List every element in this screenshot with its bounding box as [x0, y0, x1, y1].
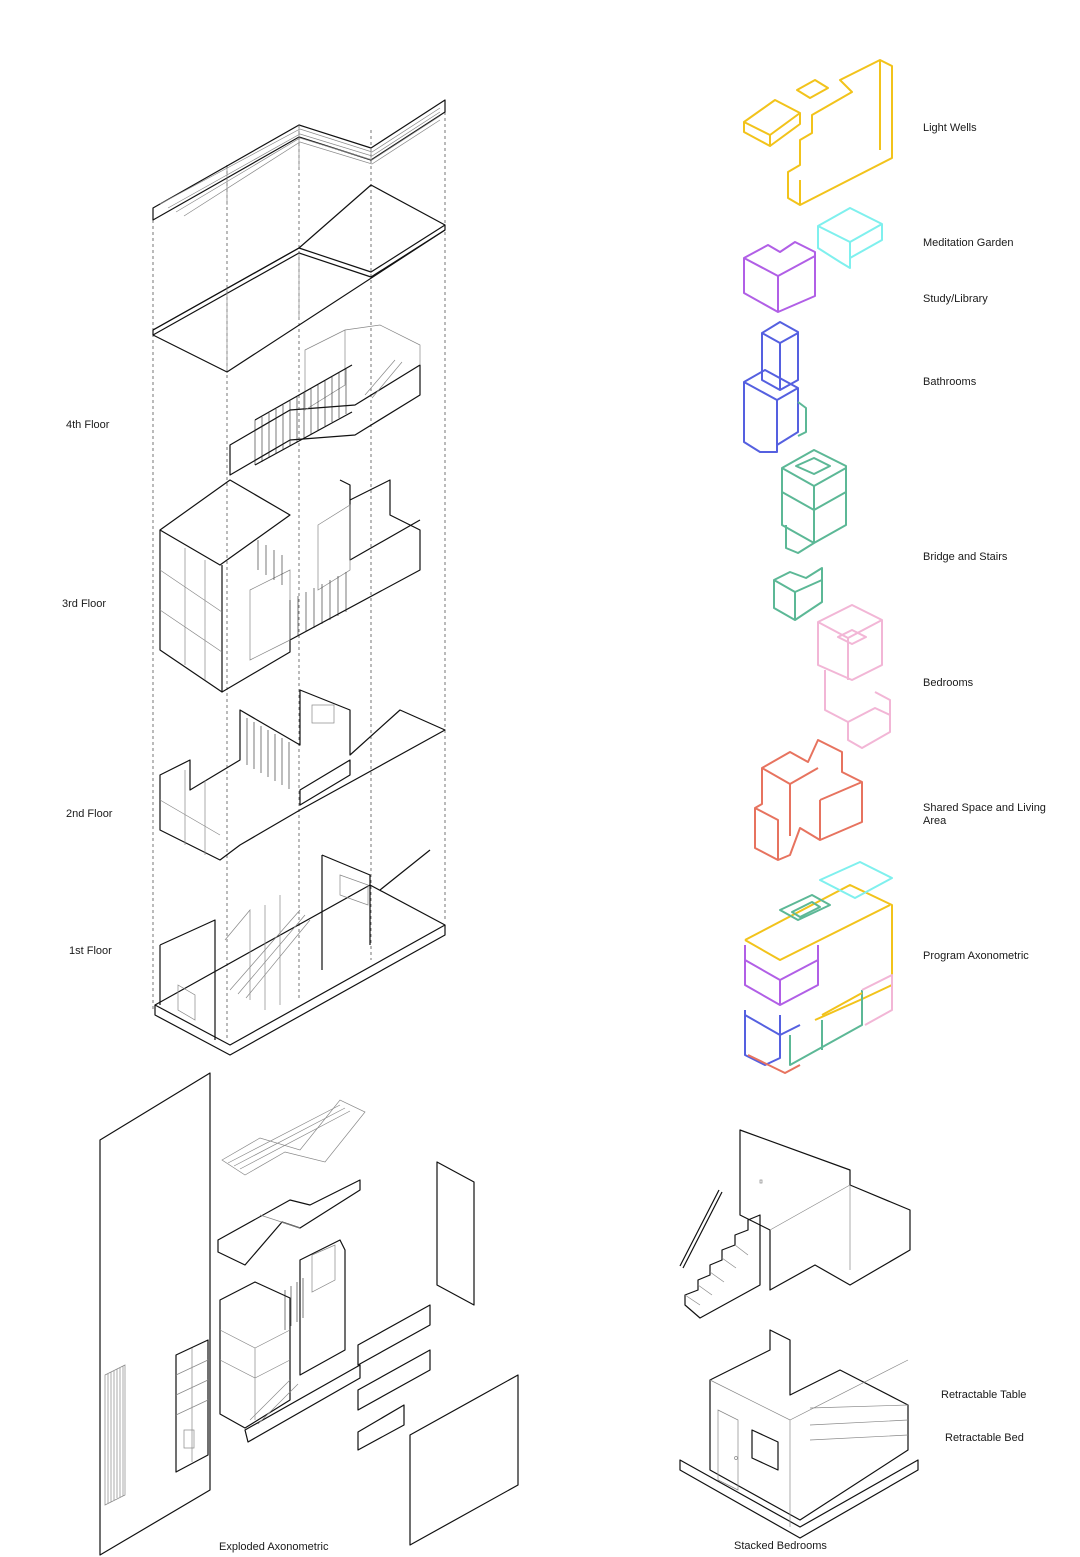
bedrooms-shape — [817, 604, 891, 749]
floor-label-2nd: 2nd Floor — [66, 808, 113, 820]
label-light-wells: Light Wells — [923, 122, 977, 134]
label-bedrooms: Bedrooms — [923, 677, 974, 689]
caption-exploded-axonometric: Exploded Axonometric — [219, 1541, 329, 1553]
fourth-floor-drawing — [229, 324, 421, 476]
bathrooms-green-fragment — [797, 401, 807, 437]
label-meditation-garden: Meditation Garden — [923, 237, 1014, 249]
study-library-shape — [743, 241, 816, 313]
label-retractable-bed: Retractable Bed — [945, 1432, 1024, 1444]
upper-bedroom-unit — [679, 1129, 911, 1319]
floor-label-4th: 4th Floor — [66, 419, 110, 431]
lower-bedroom-unit — [679, 1329, 919, 1539]
exploded-roof — [221, 1099, 366, 1176]
light-wells-shape — [743, 59, 893, 206]
roof-slats — [152, 99, 446, 221]
label-retractable-table: Retractable Table — [941, 1389, 1027, 1401]
third-floor-drawing — [159, 479, 421, 693]
exploded-center-model — [219, 1239, 361, 1443]
shared-space-shape — [754, 739, 863, 861]
second-floor-drawing — [159, 689, 446, 861]
label-bathrooms: Bathrooms — [923, 376, 977, 388]
label-study-library: Study/Library — [923, 293, 988, 305]
meditation-garden-shape — [817, 207, 883, 269]
label-bridge-stairs: Bridge and Stairs — [923, 551, 1008, 563]
exploded-screen — [104, 1364, 126, 1506]
label-shared-space: Shared Space and Living Area — [923, 802, 1046, 827]
exploded-facade-panel — [175, 1339, 209, 1473]
program-axo-shape — [744, 861, 893, 1074]
first-floor-drawing — [154, 849, 446, 1056]
floor-label-1st: 1st Floor — [69, 945, 112, 957]
caption-stacked-bedrooms: Stacked Bedrooms — [734, 1540, 827, 1552]
roof-plate — [152, 184, 446, 373]
bridge-stairs-shape — [773, 449, 847, 621]
bathrooms-shape — [743, 321, 799, 453]
label-program-axonometric: Program Axonometric — [923, 950, 1029, 962]
floor-label-3rd: 3rd Floor — [62, 598, 107, 610]
